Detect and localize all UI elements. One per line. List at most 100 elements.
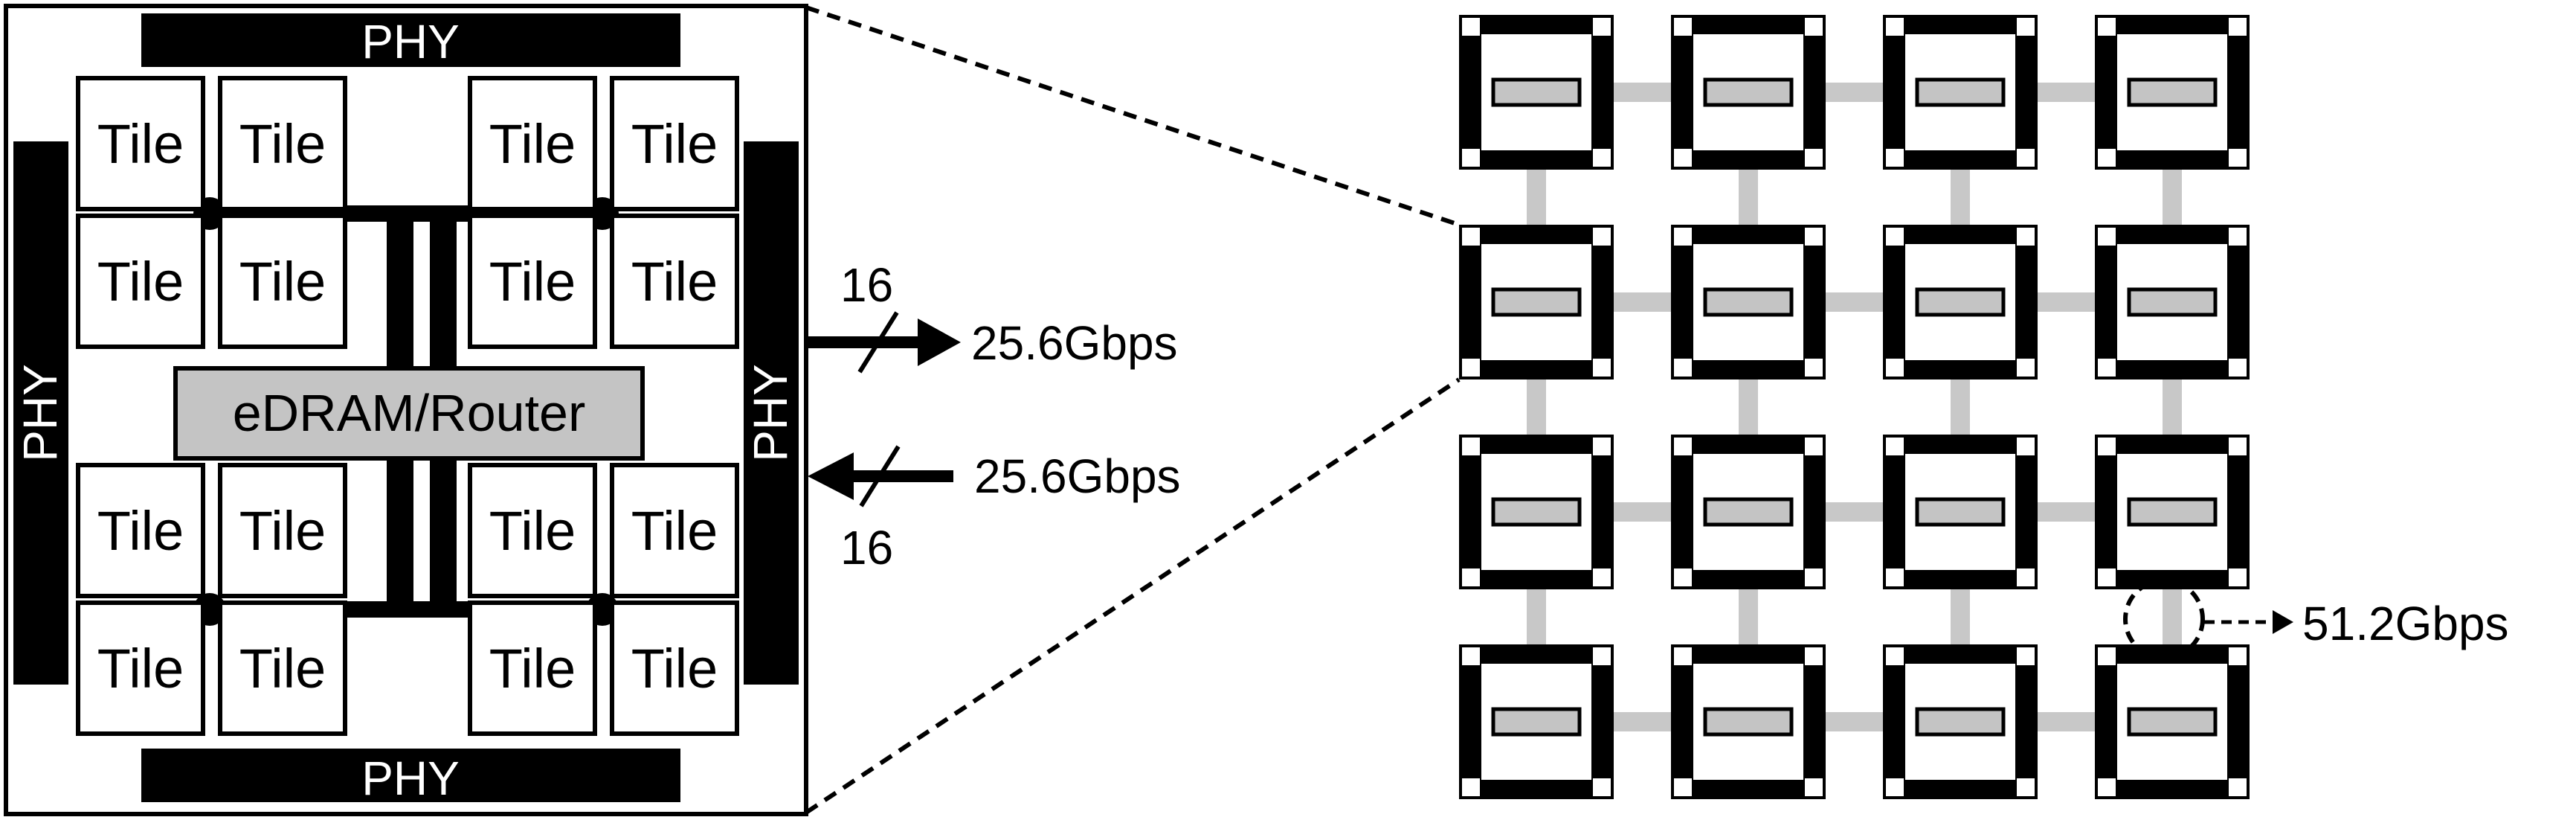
outgoing-bus-width: 16 <box>840 258 893 312</box>
mesh-chip-edram <box>1703 287 1794 317</box>
mesh-chip-corner <box>1886 438 1904 455</box>
mesh-link-callout: 51.2Gbps <box>2123 578 2509 660</box>
mesh-chip-corner <box>2017 149 2035 167</box>
mesh-chip-corner <box>1674 18 1692 36</box>
mesh-chip-corner <box>1674 228 1692 246</box>
mesh-chip <box>1459 435 1614 589</box>
mesh-chip <box>1459 15 1614 170</box>
mesh-chip-corner <box>1593 359 1611 377</box>
mesh-chip-corner <box>1805 438 1823 455</box>
mesh-chip-corner <box>2017 228 2035 246</box>
mesh-chip-corner <box>1674 359 1692 377</box>
mesh-link-horizontal <box>1826 502 1883 522</box>
mesh-chip-corner <box>1805 228 1823 246</box>
mesh-chip-corner <box>1462 778 1480 796</box>
incoming-rate: 25.6Gbps <box>974 449 1181 503</box>
edram-router-label: eDRAM/Router <box>233 384 586 442</box>
mesh-link-highlight-circle <box>2123 578 2205 660</box>
incoming-bus-width: 16 <box>840 521 893 574</box>
mesh-chip-corner <box>2017 438 2035 455</box>
mesh-chip-corner <box>2017 18 2035 36</box>
outgoing-rate: 25.6Gbps <box>971 316 1178 370</box>
mesh-chip-corner <box>2098 438 2116 455</box>
mesh-chip-corner <box>1593 778 1611 796</box>
zoom-guide-top <box>805 5 1460 227</box>
tile-label: Tile <box>489 638 576 699</box>
tile-label: Tile <box>239 638 326 699</box>
phy-bottom-bar <box>141 749 680 802</box>
mesh-chip-corner <box>1674 647 1692 665</box>
mesh-chip-corner <box>2098 359 2116 377</box>
mesh-chip-corner <box>1674 438 1692 455</box>
mesh-link-vertical <box>1527 379 1546 435</box>
mesh-chip-corner <box>1674 778 1692 796</box>
tile-label: Tile <box>97 113 184 175</box>
mesh-chip-corner <box>1462 568 1480 586</box>
mesh-chip-edram <box>2127 77 2218 107</box>
mesh-link-horizontal <box>1826 712 1883 731</box>
tile-box <box>468 600 597 736</box>
mesh-chip-corner <box>2229 18 2247 36</box>
mesh-link-horizontal <box>2038 502 2095 522</box>
mesh-link-horizontal <box>2038 83 2095 102</box>
off-chip-links: 16 25.6Gbps 16 25.6Gbps <box>805 5 1461 815</box>
mesh-chip-edram <box>1915 287 2006 317</box>
mesh-chip-corner <box>1593 149 1611 167</box>
mesh-chip-corner <box>1462 18 1480 36</box>
tile: Tile <box>468 600 597 736</box>
mesh-chip-corner <box>1462 647 1480 665</box>
tile-label: Tile <box>489 113 576 175</box>
mesh-chip-corner <box>1886 568 1904 586</box>
tile-label: Tile <box>239 500 326 562</box>
phy-left-bar <box>13 141 68 685</box>
mesh-chip <box>1883 644 2038 799</box>
mesh-chip-corner <box>1886 149 1904 167</box>
mesh-link-rate: 51.2Gbps <box>2302 597 2509 650</box>
chip-mesh <box>1459 15 2250 799</box>
mesh-chip-corner <box>1886 359 1904 377</box>
tile-box <box>218 600 347 736</box>
mesh-link-horizontal <box>1826 83 1883 102</box>
mesh-chip-edram <box>2127 707 2218 737</box>
mesh-chip-corner <box>1674 149 1692 167</box>
mesh-link-horizontal <box>2038 712 2095 731</box>
mesh-chip-corner <box>1886 228 1904 246</box>
tile-label: Tile <box>631 113 718 175</box>
zoom-guide-bottom <box>805 377 1461 815</box>
mesh-chip-corner <box>2229 228 2247 246</box>
mesh-chip-corner <box>2229 647 2247 665</box>
mesh-link-vertical <box>1951 589 1970 644</box>
tile: Tile <box>610 76 739 211</box>
mesh-chip-corner <box>1805 568 1823 586</box>
phy-right-label: PHY <box>744 364 797 462</box>
tile: Tile <box>468 76 597 211</box>
mesh-chip-corner <box>2098 149 2116 167</box>
mesh-chip-edram <box>1491 497 1582 527</box>
tile-label: Tile <box>489 251 576 313</box>
mesh-link-vertical <box>1951 170 1970 225</box>
mesh-chip <box>1671 15 1826 170</box>
tile-box <box>76 76 205 211</box>
mesh-chip-corner <box>1805 18 1823 36</box>
outgoing-arrowhead <box>918 318 961 366</box>
mesh-chip-corner <box>1805 149 1823 167</box>
mesh-chip-corner <box>2229 149 2247 167</box>
tile-box <box>610 76 739 211</box>
tile: Tile <box>610 214 739 349</box>
tile-box <box>468 463 597 598</box>
mesh-chip <box>1459 225 1614 379</box>
mesh-chip-corner <box>2098 228 2116 246</box>
mesh-chip <box>1671 644 1826 799</box>
tile-box <box>610 214 739 349</box>
mesh-chip-corner <box>1805 359 1823 377</box>
phy-bottom-label: PHY <box>361 752 460 805</box>
mesh-chip-corner <box>2229 438 2247 455</box>
tile-label: Tile <box>631 500 718 562</box>
incoming-arrowhead <box>808 452 854 500</box>
mesh-chip <box>2095 435 2250 589</box>
tile-label: Tile <box>239 251 326 313</box>
mesh-chip-corner <box>2229 359 2247 377</box>
mesh-link-horizontal <box>2038 292 2095 312</box>
incoming-bus-slash <box>859 445 901 507</box>
